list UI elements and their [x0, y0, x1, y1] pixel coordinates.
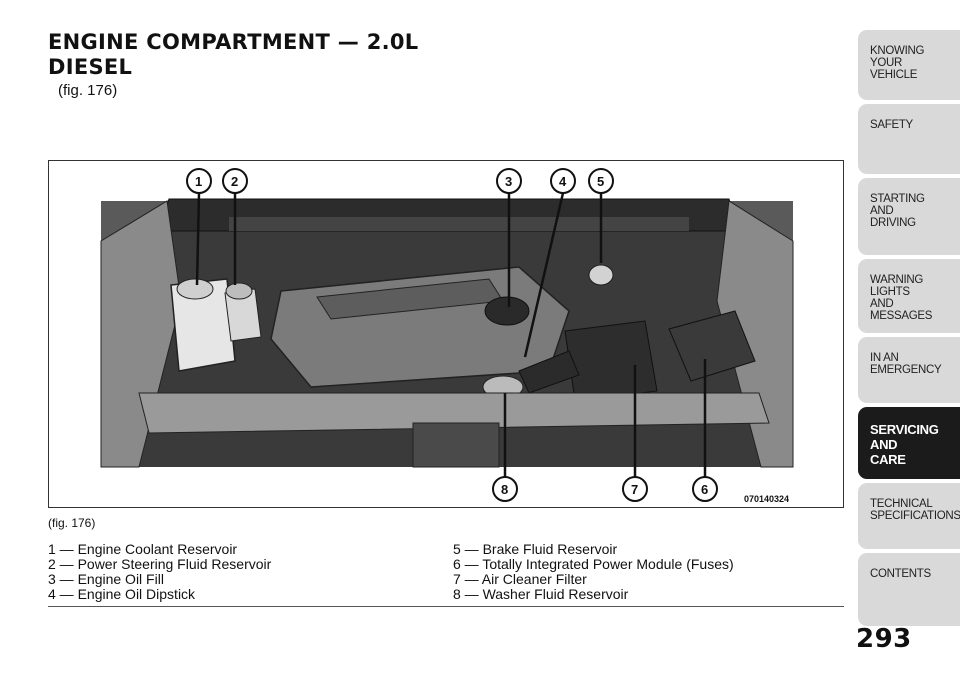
section-tabs: KNOWING YOUR VEHICLE SAFETY STARTING AND…: [858, 30, 960, 630]
tab-safety[interactable]: SAFETY: [858, 104, 960, 174]
tab-label-line: CARE: [870, 452, 906, 467]
legend-right-column: 5 — Brake Fluid Reservoir 6 — Totally In…: [453, 542, 734, 602]
legend-item: 7 — Air Cleaner Filter: [453, 571, 587, 587]
oil-fill-cap: [484, 296, 530, 326]
tab-label-line: DRIVING: [870, 217, 916, 229]
callout-4: 4: [550, 168, 576, 194]
legend-left-column: 1 — Engine Coolant Reservoir 2 — Power S…: [48, 542, 271, 602]
coolant-cap: [176, 278, 214, 300]
page-number: 293: [856, 624, 912, 654]
callout-5-label: 5: [597, 174, 604, 189]
callout-6-label: 6: [701, 482, 708, 497]
callout-1-label: 1: [195, 174, 202, 189]
tab-warning-lights-and-messages[interactable]: WARNING LIGHTS AND MESSAGES: [858, 259, 960, 333]
callout-6: 6: [692, 476, 718, 502]
tab-servicing-and-care[interactable]: SERVICING AND CARE: [858, 407, 960, 479]
legend-item: 6 — Totally Integrated Power Module (Fus…: [453, 556, 734, 572]
callout-2: 2: [222, 168, 248, 194]
tab-label-line: MESSAGES: [870, 310, 933, 322]
tab-label-line: EMERGENCY: [870, 364, 942, 376]
front-latch: [412, 422, 500, 468]
tab-label-line: LIGHTS: [870, 286, 910, 298]
tab-knowing-your-vehicle[interactable]: KNOWING YOUR VEHICLE: [858, 30, 960, 100]
tab-in-an-emergency[interactable]: IN AN EMERGENCY: [858, 337, 960, 403]
callout-5: 5: [588, 168, 614, 194]
tab-contents[interactable]: CONTENTS: [858, 553, 960, 626]
tab-label-line: VEHICLE: [870, 69, 918, 81]
callout-3: 3: [496, 168, 522, 194]
callout-1: 1: [186, 168, 212, 194]
tab-label-line: WARNING: [870, 274, 924, 286]
legend-item: 1 — Engine Coolant Reservoir: [48, 541, 238, 557]
cowl-vent: [229, 217, 689, 231]
legend-item: 4 — Engine Oil Dipstick: [48, 586, 196, 602]
heading-line-2: DIESEL: [48, 55, 133, 79]
engine-compartment-figure: 1 2 3 4 5 6 7 8: [48, 160, 844, 508]
power-steering-cap: [225, 282, 253, 300]
tab-label-line: AND: [870, 205, 894, 217]
right-fender: [716, 200, 794, 468]
brake-reservoir-shape: [588, 264, 614, 286]
legend-item: 5 — Brake Fluid Reservoir: [453, 541, 618, 557]
tab-technical-specifications[interactable]: TECHNICAL SPECIFICATIONS: [858, 483, 960, 549]
legend-item: 2 — Power Steering Fluid Reservoir: [48, 556, 272, 572]
power-module-box: [668, 310, 756, 382]
figure-reference: (fig. 176): [58, 82, 118, 99]
tab-label-line: SPECIFICATIONS: [870, 510, 960, 522]
figure-caption: (fig. 176): [48, 516, 96, 530]
left-fender: [100, 200, 182, 468]
tab-label-line: SAFETY: [870, 119, 913, 131]
heading-line-1: ENGINE COMPARTMENT — 2.0L: [48, 30, 419, 54]
tab-label-line: TECHNICAL: [870, 498, 933, 510]
intake-duct: [518, 350, 580, 394]
tab-label-line: YOUR: [870, 57, 903, 69]
tab-starting-and-driving[interactable]: STARTING AND DRIVING: [858, 178, 960, 255]
tab-label-line: KNOWING: [870, 45, 925, 57]
page-heading: ENGINE COMPARTMENT — 2.0L DIESEL: [48, 30, 418, 80]
tab-label-line: AND: [870, 437, 898, 452]
callout-8: 8: [492, 476, 518, 502]
callout-8-label: 8: [501, 482, 508, 497]
tab-label-line: AND: [870, 298, 894, 310]
callout-4-label: 4: [559, 174, 567, 189]
callout-7-label: 7: [631, 482, 638, 497]
tab-label-line: CONTENTS: [870, 568, 931, 580]
legend-item: 8 — Washer Fluid Reservoir: [453, 586, 629, 602]
engine-illustration: 1 2 3 4 5 6 7 8: [100, 168, 794, 502]
legend-divider: [48, 606, 844, 607]
air-cleaner-box: [564, 320, 658, 402]
radiator-support: [138, 392, 770, 434]
tab-label-line: IN AN: [870, 352, 899, 364]
legend-item: 3 — Engine Oil Fill: [48, 571, 164, 587]
coolant-reservoir-shape: [170, 278, 236, 372]
figure-code: 070140324: [744, 494, 790, 504]
callout-7: 7: [622, 476, 648, 502]
tab-label-line: SERVICING: [870, 422, 939, 437]
tab-label-line: STARTING: [870, 193, 925, 205]
callout-3-label: 3: [505, 174, 512, 189]
callout-pointers: [195, 192, 707, 479]
callout-2-label: 2: [231, 174, 238, 189]
